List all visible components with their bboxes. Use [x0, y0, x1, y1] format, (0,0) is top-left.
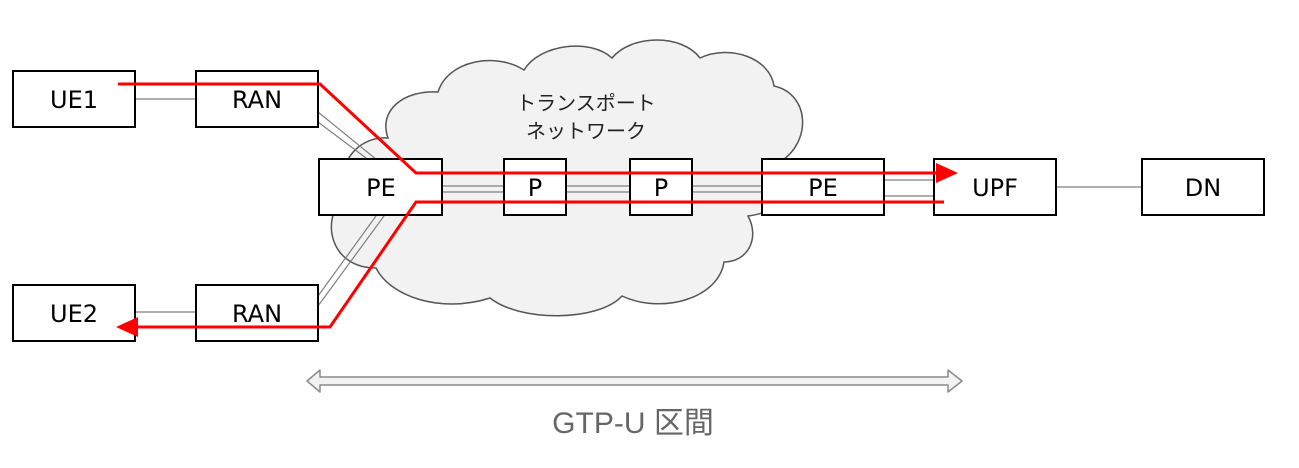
upf-label: UPF [972, 174, 1018, 202]
dn-label: DN [1185, 174, 1221, 202]
uplink-arrowhead [936, 163, 958, 183]
p1-box [503, 158, 567, 216]
ran1-label: RAN [232, 86, 282, 114]
pe1-label: PE [366, 174, 396, 202]
ue2-label: UE2 [50, 300, 98, 328]
p2-label: P [654, 174, 668, 202]
ran2-label: RAN [232, 300, 282, 328]
p1-label: P [528, 174, 542, 202]
link-ran2-pe1-b [317, 215, 385, 307]
link-ran1-pe1-a [317, 111, 383, 165]
node-labels: UE1 RAN UE2 RAN PE P P PE UPF DN [50, 86, 1221, 328]
downlink-arrowhead [116, 317, 138, 337]
link-ran1-pe1-b [317, 121, 375, 165]
ran1-box [195, 70, 319, 128]
cloud-label-line2: ネットワーク [526, 119, 646, 143]
upf-box [933, 158, 1057, 216]
dn-box [1141, 158, 1265, 216]
gtpu-span-label: GTP-U 区間 [552, 407, 714, 440]
physical-links [135, 98, 1142, 313]
ue2-box [12, 284, 136, 342]
uplink-flow-line [118, 82, 936, 175]
pe2-box [761, 158, 885, 216]
ue1-box [12, 70, 136, 128]
cloud-label: トランスポート ネットワーク [516, 91, 656, 143]
pe2-label: PE [808, 174, 838, 202]
cloud-label-line1: トランスポート [516, 91, 656, 115]
nodes [12, 70, 1265, 342]
pe1-box [318, 158, 443, 216]
ran2-box [195, 284, 319, 342]
link-ran2-pe1-a [317, 215, 377, 297]
gtpu-span-arrow [306, 369, 963, 393]
downlink-flow-line [138, 200, 944, 329]
p2-box [629, 158, 693, 216]
ue1-label: UE1 [50, 86, 98, 114]
